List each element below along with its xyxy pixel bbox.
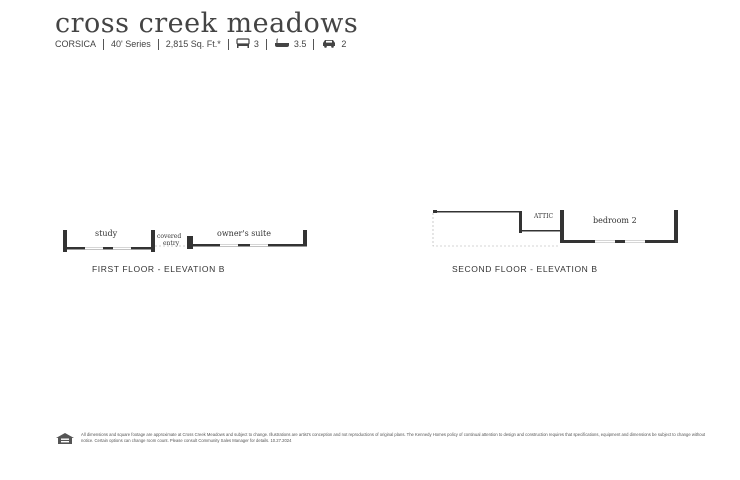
room-study: study <box>95 229 118 238</box>
series-label: 40' Series <box>111 39 151 49</box>
room-bedroom-2: bedroom 2 <box>593 216 637 225</box>
divider <box>103 38 105 50</box>
wall <box>437 211 522 213</box>
wall <box>187 244 307 247</box>
second-floor-plan <box>432 210 678 247</box>
divider <box>227 38 229 50</box>
room-owners-suite: owner's suite <box>217 229 271 238</box>
bathtub-icon <box>274 38 290 50</box>
wall <box>674 210 678 243</box>
wall <box>187 236 193 249</box>
wall <box>433 210 437 213</box>
wall <box>519 211 522 233</box>
bath-count: 3.5 <box>293 39 307 49</box>
garage-count: 2 <box>341 39 347 49</box>
model-name: CORSICA <box>55 39 97 49</box>
community-title: cross creek meadows <box>55 8 359 39</box>
square-footage: 2,815 Sq. Ft.* <box>165 39 221 49</box>
equal-housing-icon <box>55 432 75 450</box>
wall <box>63 230 67 252</box>
disclaimer: All dimensions and square footage are ap… <box>81 432 706 443</box>
footer: All dimensions and square footage are ap… <box>55 432 711 450</box>
bed-count: 3 <box>253 39 259 49</box>
wall <box>522 230 560 232</box>
room-covered-entry: entry <box>163 240 180 247</box>
wall <box>560 240 678 243</box>
wall <box>560 210 564 243</box>
divider <box>313 38 315 50</box>
divider <box>265 38 267 50</box>
bed-icon <box>236 38 250 50</box>
first-floor-label: FIRST FLOOR - ELEVATION B <box>92 264 226 274</box>
wall <box>63 247 155 250</box>
first-floor-plan <box>63 230 307 252</box>
wall <box>303 230 307 246</box>
divider <box>157 38 159 50</box>
room-attic: ATTIC <box>534 213 554 220</box>
wall <box>151 230 155 252</box>
car-icon <box>321 38 337 50</box>
plan-specs: CORSICA 40' Series 2,815 Sq. Ft.* 3 3.5 … <box>55 38 346 50</box>
second-floor-label: SECOND FLOOR - ELEVATION B <box>452 264 598 274</box>
room-covered-entry: covered <box>157 233 182 240</box>
